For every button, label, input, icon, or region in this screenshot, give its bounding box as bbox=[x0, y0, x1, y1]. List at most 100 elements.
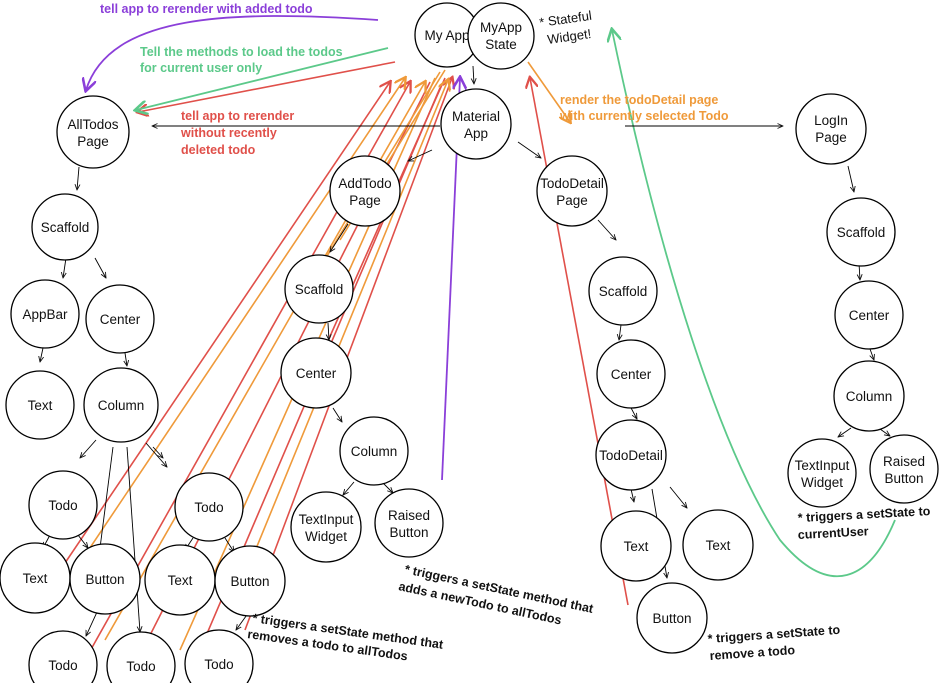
node-column: Column bbox=[83, 367, 159, 443]
node-label: Center bbox=[100, 312, 141, 327]
node-column: Column bbox=[339, 416, 409, 486]
node-label: TodoDetail bbox=[540, 176, 604, 191]
node-label: Button bbox=[884, 471, 923, 486]
node-label: Column bbox=[846, 389, 893, 404]
node-text-input-widget: TextInput Widget bbox=[290, 491, 362, 563]
node-label: Text bbox=[168, 573, 193, 588]
annotation-line: for current user only bbox=[140, 61, 262, 75]
annotation-line: with currently selected Todo bbox=[559, 109, 729, 123]
node-center: Center bbox=[596, 339, 666, 409]
node-label: Center bbox=[611, 367, 652, 382]
node-label: Raised bbox=[883, 454, 925, 469]
node-text: Text bbox=[0, 542, 71, 614]
node-label: AllTodos bbox=[67, 117, 118, 132]
node-raised-button: Raised Button bbox=[869, 434, 939, 504]
node-my-app: My App bbox=[414, 2, 480, 68]
node-label: Button bbox=[389, 525, 428, 540]
note-line: * triggers a setState to bbox=[797, 504, 931, 525]
node-button: Button bbox=[69, 543, 141, 615]
node-label: Scaffold bbox=[599, 284, 648, 299]
node-label: Text bbox=[28, 398, 53, 413]
node-login-page: LogIn Page bbox=[795, 93, 867, 165]
node-center: Center bbox=[834, 280, 904, 350]
node-label: Widget bbox=[305, 529, 347, 544]
node-todo: Todo bbox=[28, 630, 98, 683]
node-label: Todo bbox=[48, 658, 77, 673]
node-todo: Todo bbox=[106, 631, 176, 683]
node-label: Text bbox=[624, 539, 649, 554]
node-label: Column bbox=[351, 444, 398, 459]
annotation-line: * Stateful bbox=[538, 8, 592, 30]
annotation-rerender-deleted: tell app to rerender without recently de… bbox=[180, 109, 294, 157]
node-text: Text bbox=[682, 509, 754, 581]
node-text: Text bbox=[5, 370, 75, 440]
node-app-bar: AppBar bbox=[10, 279, 80, 349]
annotation-load-todos: Tell the methods to load the todos for c… bbox=[140, 45, 343, 75]
node-label: Scaffold bbox=[41, 220, 90, 235]
annotation-line: Widget! bbox=[546, 26, 592, 47]
node-label: App bbox=[464, 126, 488, 141]
annotation-line: render the todoDetail page bbox=[560, 93, 718, 107]
node-label: Page bbox=[556, 193, 588, 208]
node-label: LogIn bbox=[814, 113, 848, 128]
node-label: Todo bbox=[126, 659, 155, 674]
note-current-user: * triggers a setState to currentUser bbox=[797, 504, 931, 542]
node-label: Page bbox=[815, 130, 847, 145]
node-label: Raised bbox=[388, 508, 430, 523]
annotation-line: deleted todo bbox=[181, 143, 256, 157]
annotation-line: Tell the methods to load the todos bbox=[140, 45, 343, 59]
node-label: Center bbox=[849, 308, 890, 323]
node-scaffold: Scaffold bbox=[826, 197, 896, 267]
node-label: Todo bbox=[48, 498, 77, 513]
note-line: * triggers a setState to bbox=[707, 623, 841, 646]
node-scaffold: Scaffold bbox=[284, 254, 354, 324]
node-add-todo-page: AddTodo Page bbox=[329, 155, 401, 227]
node-text: Text bbox=[600, 510, 672, 582]
node-label: Page bbox=[77, 134, 109, 149]
node-label: TextInput bbox=[795, 458, 850, 473]
node-all-todos-page: AllTodos Page bbox=[56, 95, 130, 169]
node-label: Scaffold bbox=[837, 225, 886, 240]
node-center: Center bbox=[280, 337, 352, 409]
annotation-render-detail: render the todoDetail page with currentl… bbox=[559, 93, 729, 123]
node-todo-detail: TodoDetail bbox=[595, 419, 667, 491]
node-label: Widget bbox=[801, 475, 843, 490]
node-raised-button: Raised Button bbox=[374, 488, 444, 558]
node-label: Text bbox=[23, 571, 48, 586]
node-button: Button bbox=[214, 545, 286, 617]
note-line: remove a todo bbox=[709, 643, 796, 663]
node-label: Button bbox=[652, 611, 691, 626]
node-label: TodoDetail bbox=[599, 448, 663, 463]
note-remove-todo: * triggers a setState method that remove… bbox=[247, 611, 445, 663]
node-scaffold: Scaffold bbox=[588, 256, 658, 326]
node-todo: Todo bbox=[184, 629, 254, 683]
node-todo: Todo bbox=[28, 470, 98, 540]
node-label: Button bbox=[85, 572, 124, 587]
node-label: TextInput bbox=[299, 512, 354, 527]
node-label: Text bbox=[706, 538, 731, 553]
annotation-line: without recently bbox=[180, 126, 277, 140]
node-label: Column bbox=[98, 398, 145, 413]
node-label: Material bbox=[452, 109, 500, 124]
node-center: Center bbox=[85, 284, 155, 354]
node-label: Page bbox=[349, 193, 381, 208]
node-label: Button bbox=[230, 574, 269, 589]
node-label: Todo bbox=[194, 500, 223, 515]
node-label: MyApp bbox=[480, 20, 522, 35]
node-todo-detail-page: TodoDetail Page bbox=[536, 155, 608, 227]
annotation-line: tell app to rerender bbox=[181, 109, 294, 123]
node-text: Text bbox=[144, 544, 216, 616]
node-material-app: Material App bbox=[440, 88, 512, 160]
node-text-input-widget: TextInput Widget bbox=[787, 438, 857, 508]
note-remove-detail: * triggers a setState to remove a todo bbox=[707, 623, 841, 663]
node-label: AppBar bbox=[22, 307, 68, 322]
node-todo: Todo bbox=[174, 472, 244, 542]
node-label: AddTodo bbox=[338, 176, 391, 191]
green-flow-lines bbox=[136, 30, 896, 578]
node-label: Todo bbox=[204, 657, 233, 672]
node-column: Column bbox=[833, 360, 905, 432]
node-button: Button bbox=[636, 582, 708, 654]
node-my-app-state: MyApp State bbox=[467, 2, 535, 70]
